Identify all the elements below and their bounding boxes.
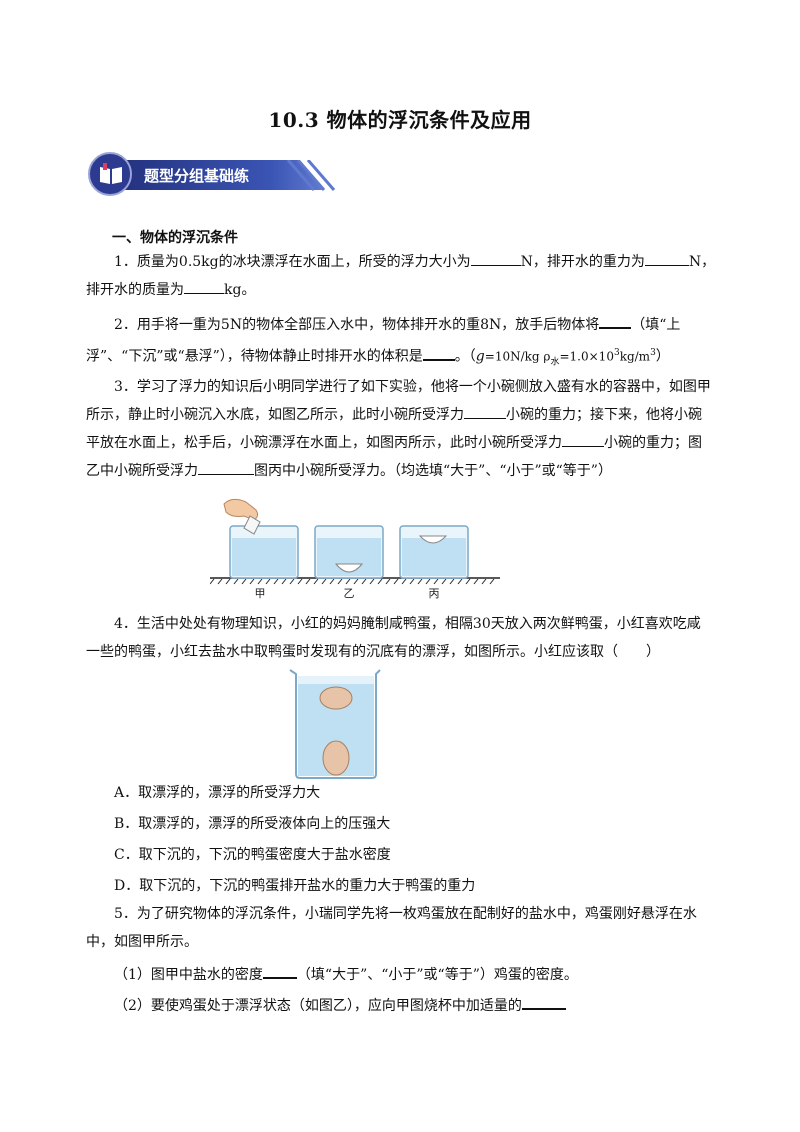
answer-blank xyxy=(521,994,566,1010)
answer-blank xyxy=(184,279,224,294)
answer-blank xyxy=(198,460,254,475)
q1-text-d: 排开水的质量为 xyxy=(86,282,184,298)
q2-text-f: =1.0×10 xyxy=(559,349,614,364)
fig3-label-bing: 丙 xyxy=(429,587,440,600)
q3-line1: 3．学习了浮力的知识后小明同学进行了如下实验，他将一个小碗侧放入盛有水的容器中，… xyxy=(114,379,711,395)
q1-text-c: N， xyxy=(688,254,716,270)
answer-blank xyxy=(562,432,604,447)
q3-line3a: 平放在水面上，松手后，小碗漂浮在水面上，如图丙所示，此时小碗所受浮力 xyxy=(86,435,562,451)
question-4: 4．生活中处处有物理知识，小红的妈妈腌制咸鸭蛋，相隔30天放入两次鲜鸭蛋，小红喜… xyxy=(86,610,722,666)
figure-bowl-experiment: 甲 乙 丙 xyxy=(210,498,500,600)
q5-sub1b: （填“大于”、“小于”或“等于”）鸡蛋的密度。 xyxy=(296,967,578,983)
q3-line3b: 小碗的重力；图 xyxy=(604,435,702,451)
q5-sub2a: （2）要使鸡蛋处于漂浮状态（如图乙），应向甲图烧杯中加适量的 xyxy=(114,998,522,1014)
section-heading: 一、物体的浮沉条件 xyxy=(112,230,238,246)
banner-stripes xyxy=(286,160,336,191)
q3-line2b: 小碗的重力；接下来，他将小碗 xyxy=(506,407,702,423)
q1-text-a: 1．质量为0.5kg的冰块漂浮在水面上，所受的浮力大小为 xyxy=(114,254,471,270)
fig3-label-jia: 甲 xyxy=(255,587,266,600)
book-icon xyxy=(88,152,132,196)
q4-line1: 4．生活中处处有物理知识，小红的妈妈腌制咸鸭蛋，相隔30天放入两次鲜鸭蛋，小红喜… xyxy=(114,616,701,632)
banner-text: 题型分组基础练 xyxy=(144,167,250,185)
q4-line2: 一些的鸭蛋，小红去盐水中取鸭蛋时发现有的沉底有的漂浮，如图所示。小红应该取（ ） xyxy=(86,644,660,660)
answer-blank xyxy=(644,251,689,266)
question-2: 2．用手将一重为5N的物体全部压入水中，物体排开水的重8N，放手后物体将 （填“上… xyxy=(86,311,722,376)
figure-beaker-eggs xyxy=(289,669,381,779)
q2-water: 水 xyxy=(550,357,560,368)
question-3: 3．学习了浮力的知识后小明同学进行了如下实验，他将一个小碗侧放入盛有水的容器中，… xyxy=(86,373,722,485)
q2-g: g xyxy=(475,348,485,365)
banner-bar xyxy=(122,160,322,190)
option-d: D．取下沉的，下沉的鸭蛋排开盐水的重力大于鸭蛋的重力 xyxy=(114,878,476,894)
q2-text-a: 2．用手将一重为5N的物体全部压入水中，物体排开水的重8N，放手后物体将 xyxy=(114,317,600,333)
q1-text-b: N，排开水的重力为 xyxy=(520,254,645,270)
q2-exp: 3 xyxy=(613,348,620,358)
q2-unit: kg/m xyxy=(619,349,651,364)
q5-sub1a: （1）图甲中盐水的密度 xyxy=(114,967,263,983)
q2-text-e: =10N/kg ρ xyxy=(484,349,551,364)
q5-sub1: （1）图甲中盐水的密度 （填“大于”、“小于”或“等于”）鸡蛋的密度。 xyxy=(114,963,578,986)
q3-line4a: 乙中小碗所受浮力 xyxy=(86,463,198,479)
answer-blank xyxy=(464,404,506,419)
q5-line1: 5．为了研究物体的浮沉条件，小瑞同学先将一枚鸡蛋放在配制好的盐水中，鸡蛋刚好悬浮… xyxy=(114,906,697,922)
q2-unit-exp: 3 xyxy=(650,348,656,358)
q2-text-b: （填“上 xyxy=(631,317,681,333)
question-5: 5．为了研究物体的浮沉条件，小瑞同学先将一枚鸡蛋放在配制好的盐水中，鸡蛋刚好悬浮… xyxy=(86,900,722,956)
section-banner: 题型分组基础练 xyxy=(88,152,336,198)
answer-blank xyxy=(470,251,521,266)
option-b: B．取漂浮的，漂浮的所受液体向上的压强大 xyxy=(114,816,391,832)
option-a: A．取漂浮的，漂浮的所受浮力大 xyxy=(114,785,321,801)
q3-line2a: 所示，静止时小碗沉入水底，如图乙所示，此时小碗所受浮力 xyxy=(86,407,464,423)
page-title: 10.3 物体的浮沉条件及应用 xyxy=(268,108,532,132)
answer-blank xyxy=(422,345,455,361)
fig3-label-yi: 乙 xyxy=(344,587,355,600)
q3-line4b: 图丙中小碗所受浮力。（均选填“大于”、“小于”或“等于”） xyxy=(254,463,612,479)
q2-text-d: 。（ xyxy=(454,348,476,365)
q1-text-e: kg。 xyxy=(224,282,256,298)
q5-sub2: （2）要使鸡蛋处于漂浮状态（如图乙），应向甲图烧杯中加适量的 xyxy=(114,994,566,1017)
answer-blank xyxy=(599,313,632,329)
option-c: C．取下沉的，下沉的鸭蛋密度大于盐水密度 xyxy=(114,847,391,863)
q2-text-c: 浮”、“下沉”或“悬浮”），待物体静止时排开水的体积是 xyxy=(86,348,423,365)
answer-blank xyxy=(262,963,297,979)
q2-close: ） xyxy=(655,348,670,365)
q5-line2: 中，如图甲所示。 xyxy=(86,934,198,950)
